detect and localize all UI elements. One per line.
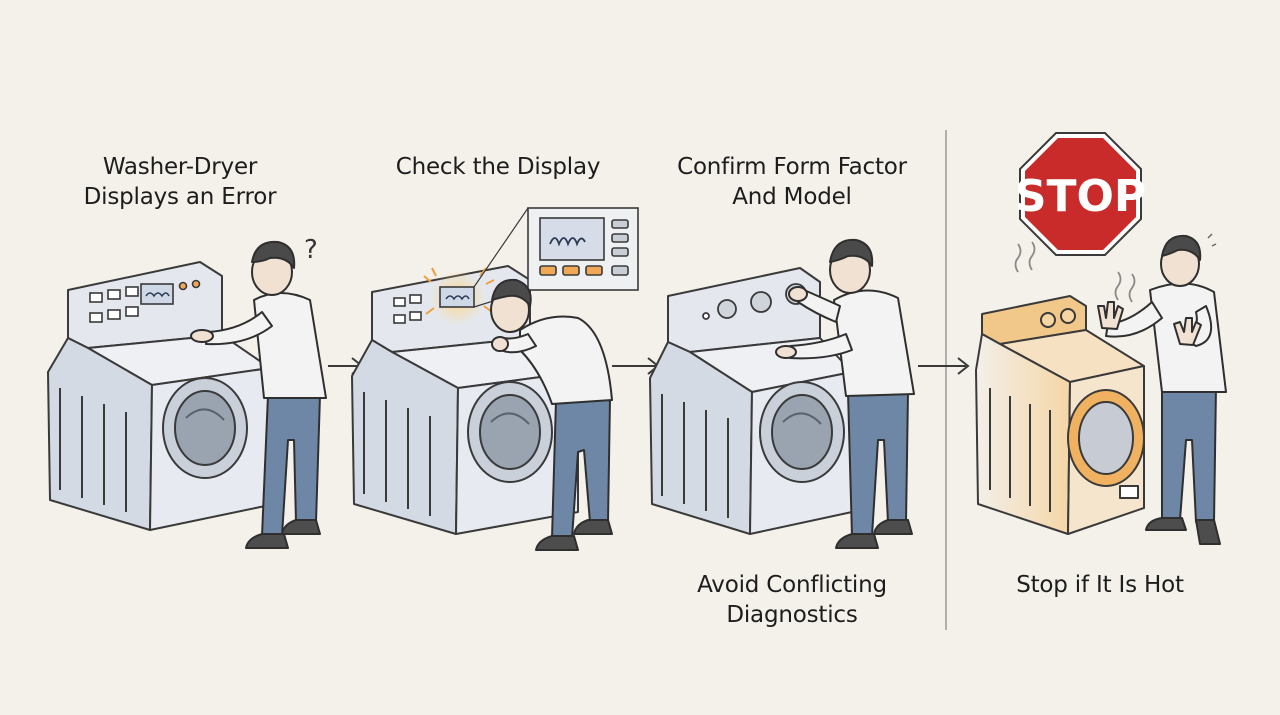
step-1-title: Washer-Dryer Displays an Error [70,152,290,212]
step-3-title: Confirm Form Factor And Model [660,152,924,212]
step-1-title-line-1: Washer-Dryer [102,154,258,180]
step-1-title-line-2: Displays an Error [83,184,277,210]
person-1 [190,240,327,549]
washer-dryer-3 [649,267,853,535]
arrow-3 [918,357,970,375]
step-2-title: Check the Display [378,152,618,182]
washer-dryer-1 [47,261,271,531]
step-3-title-line-1: Confirm Form Factor [677,154,907,180]
person-3 [775,238,915,549]
question-mark: ? [304,235,318,265]
step-2-title-line-1: Check the Display [395,154,601,180]
heat-waves [1014,241,1136,303]
panel-1-illustration: ? [47,235,327,549]
step-3-caption-line-1: Avoid Conflicting [697,572,887,598]
stop-sign-icon: STOP [1015,132,1146,256]
person-2 [490,278,613,551]
control-panel-1 [89,279,201,323]
panel-4-illustration: STOP [975,132,1227,545]
display-zoom-callout [473,207,639,308]
step-4-caption-line-1: Stop if It Is Hot [1016,572,1184,598]
panel-2-illustration [351,207,639,551]
arrow-2 [612,357,660,375]
step-3-caption: Avoid Conflicting Diagnostics [680,570,904,630]
hot-washer-dryer [975,295,1145,535]
step-3-title-line-2: And Model [732,184,852,210]
panel-3-illustration [649,238,915,549]
step-4-caption: Stop if It Is Hot [990,570,1210,600]
step-3-caption-line-2: Diagnostics [726,602,858,628]
control-panel-2 [393,267,495,326]
person-4 [1097,233,1227,545]
stop-sign-text: STOP [1015,171,1146,222]
